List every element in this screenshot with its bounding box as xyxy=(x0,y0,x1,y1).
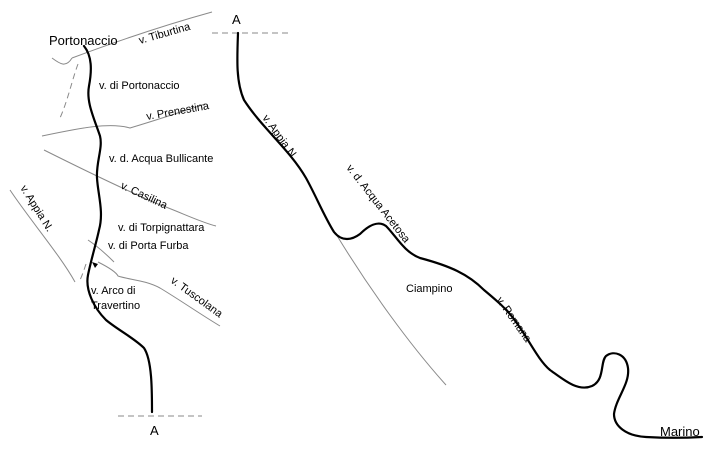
street-dashed-north xyxy=(59,63,79,119)
street-dashed-south xyxy=(79,263,87,281)
street-porta-furba xyxy=(87,239,115,263)
route-left xyxy=(82,44,154,414)
label-marino: Marino xyxy=(660,424,700,439)
street-appia-left xyxy=(9,189,76,283)
street-casilina xyxy=(43,149,217,227)
label-via-arco-di: v. Arco di xyxy=(91,285,135,297)
label-via-appia-right: v. Appia N. xyxy=(260,113,301,162)
label-ciampino: Ciampino xyxy=(406,283,452,295)
label-portonaccio: Portonaccio xyxy=(49,33,118,48)
direction-arrow-icon xyxy=(92,262,98,268)
label-via-di-torpignattara: v. di Torpignattara xyxy=(118,222,205,234)
street-appia-right xyxy=(335,233,447,386)
label-via-tiburtina: v. Tiburtina xyxy=(138,21,193,47)
label-via-acqua-bullicante: v. d. Acqua Bullicante xyxy=(109,153,213,165)
street-tiburtina-west xyxy=(51,57,73,65)
street-prenestina xyxy=(41,103,206,137)
label-travertino: Travertino xyxy=(91,300,140,312)
label-via-romana: v. Romana xyxy=(494,295,534,346)
label-via-tuscolana: v. Tuscolana xyxy=(168,275,225,321)
label-via-casilina: v. Casilina xyxy=(119,180,170,212)
label-via-acqua-acetosa: v. d. Acqua Acetosa xyxy=(344,162,413,246)
route-right xyxy=(236,31,704,439)
label-endpoint-a-right: A xyxy=(232,12,241,27)
label-via-prenestina: v. Prenestina xyxy=(145,100,210,123)
label-via-di-porta-furba: v. di Porta Furba xyxy=(108,240,189,252)
label-endpoint-a-left: A xyxy=(150,423,159,438)
label-via-di-portonaccio: v. di Portonaccio xyxy=(99,80,180,92)
street-tuscolana xyxy=(97,261,221,327)
